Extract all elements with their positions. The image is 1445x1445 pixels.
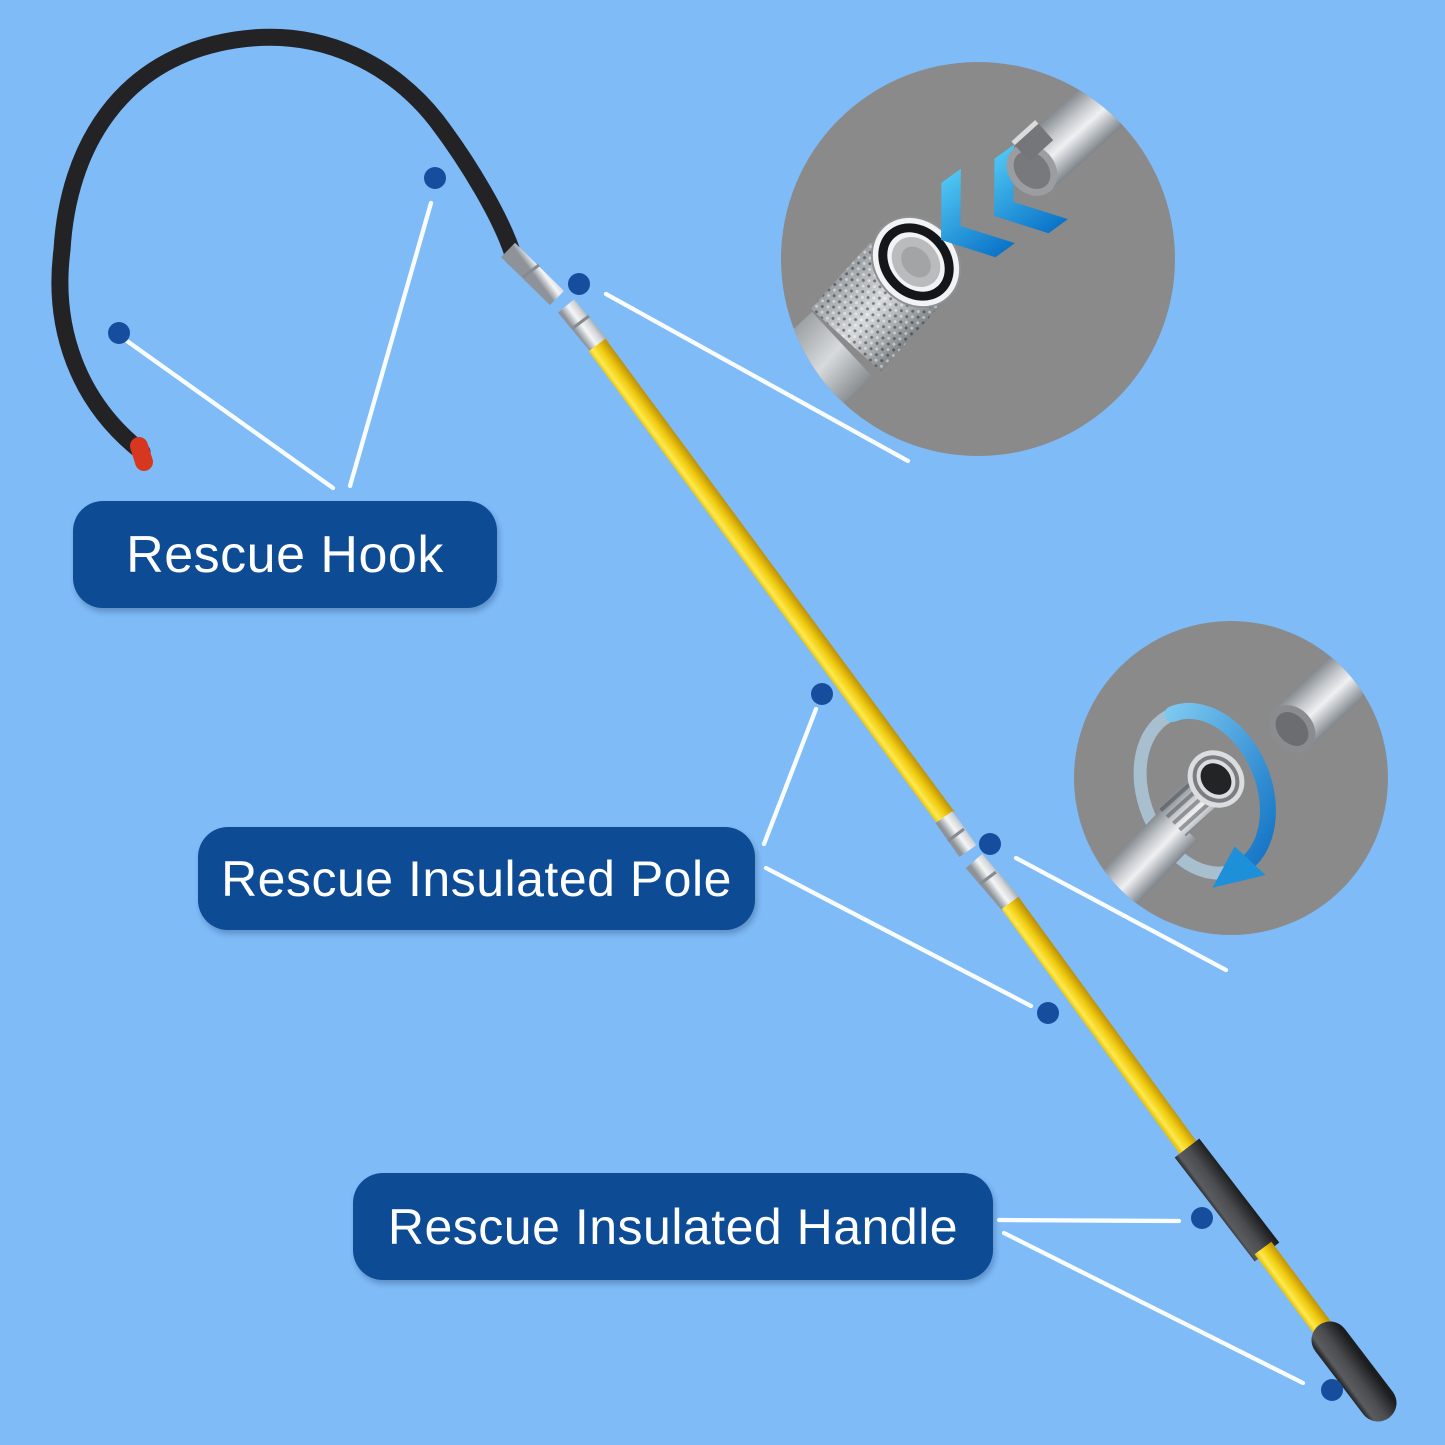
callout-marker [1321,1379,1343,1401]
callout-label-rescue-insulated-handle: Rescue Insulated Handle [353,1173,993,1280]
callout-marker [424,167,446,189]
insulated-pole-part [557,299,1397,1422]
callout-markers [108,167,1343,1401]
callout-line [763,865,1034,1009]
hook-red-tip [130,437,153,471]
ferrule-ridge [572,314,590,330]
callout-line [603,291,911,464]
o-ring [878,223,954,301]
callout-marker [568,273,590,295]
mid-ferrule-lower [965,853,1020,912]
callout-line [996,1217,1182,1224]
tube-open-end [1268,705,1316,753]
rotation-ring-arrow-icon [1164,702,1276,888]
callout-marker [811,683,833,705]
tube-open-end [1006,144,1058,196]
callout-lines [124,200,1306,1386]
pole-section-2 [1001,896,1201,1160]
ferrule-ridge [979,870,997,886]
grip-sleeve [1174,1138,1280,1262]
callout-line [1001,1230,1306,1386]
callout-line [1013,855,1229,973]
callout-line [124,338,336,491]
ferrule-ridge [522,263,540,279]
socket-face [870,215,962,309]
hook-curve [51,28,523,461]
lock-notch [1011,120,1054,162]
callout-label-rescue-hook: Rescue Hook [73,501,497,608]
pole-top-ferrule [557,299,610,355]
connector-collar [781,311,873,405]
threaded-tip-face [1187,750,1245,808]
callout-marker [1191,1207,1213,1229]
ferrule-ridge [947,827,965,843]
pole-section-1 [588,338,955,825]
hook-ferrule [501,242,564,306]
detail-inset-push-connector [781,62,1175,456]
detail-inset-twist-connector [1074,621,1388,935]
callout-line [761,706,819,847]
callout-marker [979,833,1001,855]
handle-end-cap [1311,1321,1397,1422]
callout-marker [108,322,130,344]
rescue-hook-part [51,28,564,471]
callout-marker [1037,1002,1059,1024]
callout-label-rescue-insulated-pole: Rescue Insulated Pole [198,827,755,930]
callout-line [347,200,434,489]
